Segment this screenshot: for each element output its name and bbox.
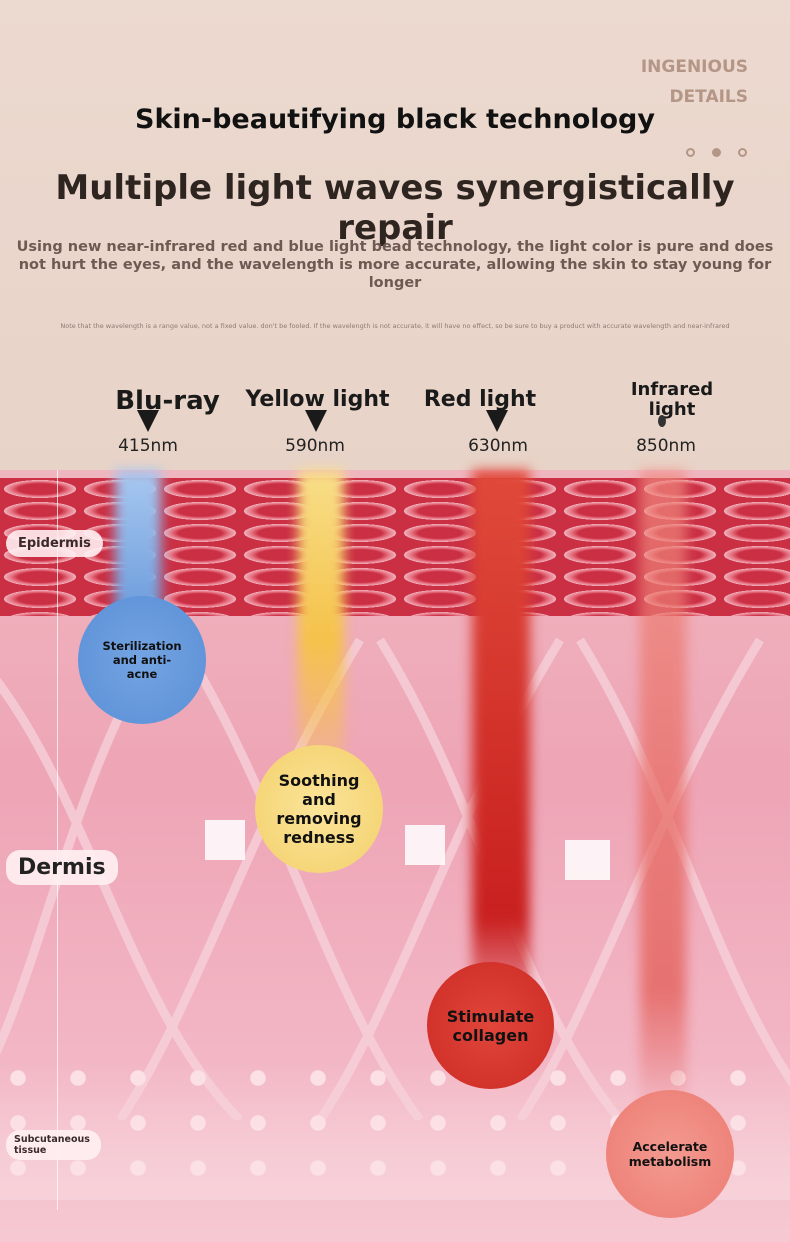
red-beam [472, 470, 530, 1030]
description: Using new near-infrared red and blue lig… [16, 239, 774, 291]
brand-line-1: INGENIOUS [640, 57, 748, 77]
subtitle: Skin-beautifying black technology [135, 104, 655, 135]
brand-line-2: DETAILS [669, 87, 748, 107]
effect-soothing: Soothing and removing redness [255, 745, 383, 873]
page-title: Multiple light waves synergistically rep… [55, 168, 735, 248]
light-name-infrared: Infrared light [630, 379, 714, 420]
effect-metabolism: Accelerate metabolism [606, 1090, 734, 1218]
label-subcutaneous: Subcutaneous tissue [6, 1130, 101, 1160]
arrow-down-icon [137, 410, 159, 432]
wavelength-blue: 415nm [118, 436, 178, 456]
light-name-yellow: Yellow light [245, 387, 390, 412]
arrow-down-icon [305, 410, 327, 432]
effect-collagen: Stimulate collagen [427, 962, 554, 1089]
pagination-dots [686, 148, 747, 157]
light-name-blue: Blu-ray [115, 386, 220, 416]
wavelength-yellow: 590nm [285, 436, 345, 456]
label-dermis: Dermis [6, 850, 118, 885]
arrow-down-icon [658, 415, 666, 427]
header-area [0, 0, 790, 470]
wavelength-infrared: 850nm [636, 436, 696, 456]
layer-guide-line [57, 470, 58, 1210]
light-name-red: Red light [423, 387, 537, 412]
wavelength-red: 630nm [468, 436, 528, 456]
arrow-down-icon [486, 410, 508, 432]
label-epidermis: Epidermis [6, 530, 103, 557]
effect-sterilization: Sterilization and anti-acne [78, 596, 206, 724]
note: Note that the wavelength is a range valu… [60, 322, 730, 330]
infrared-beam [640, 470, 686, 1120]
